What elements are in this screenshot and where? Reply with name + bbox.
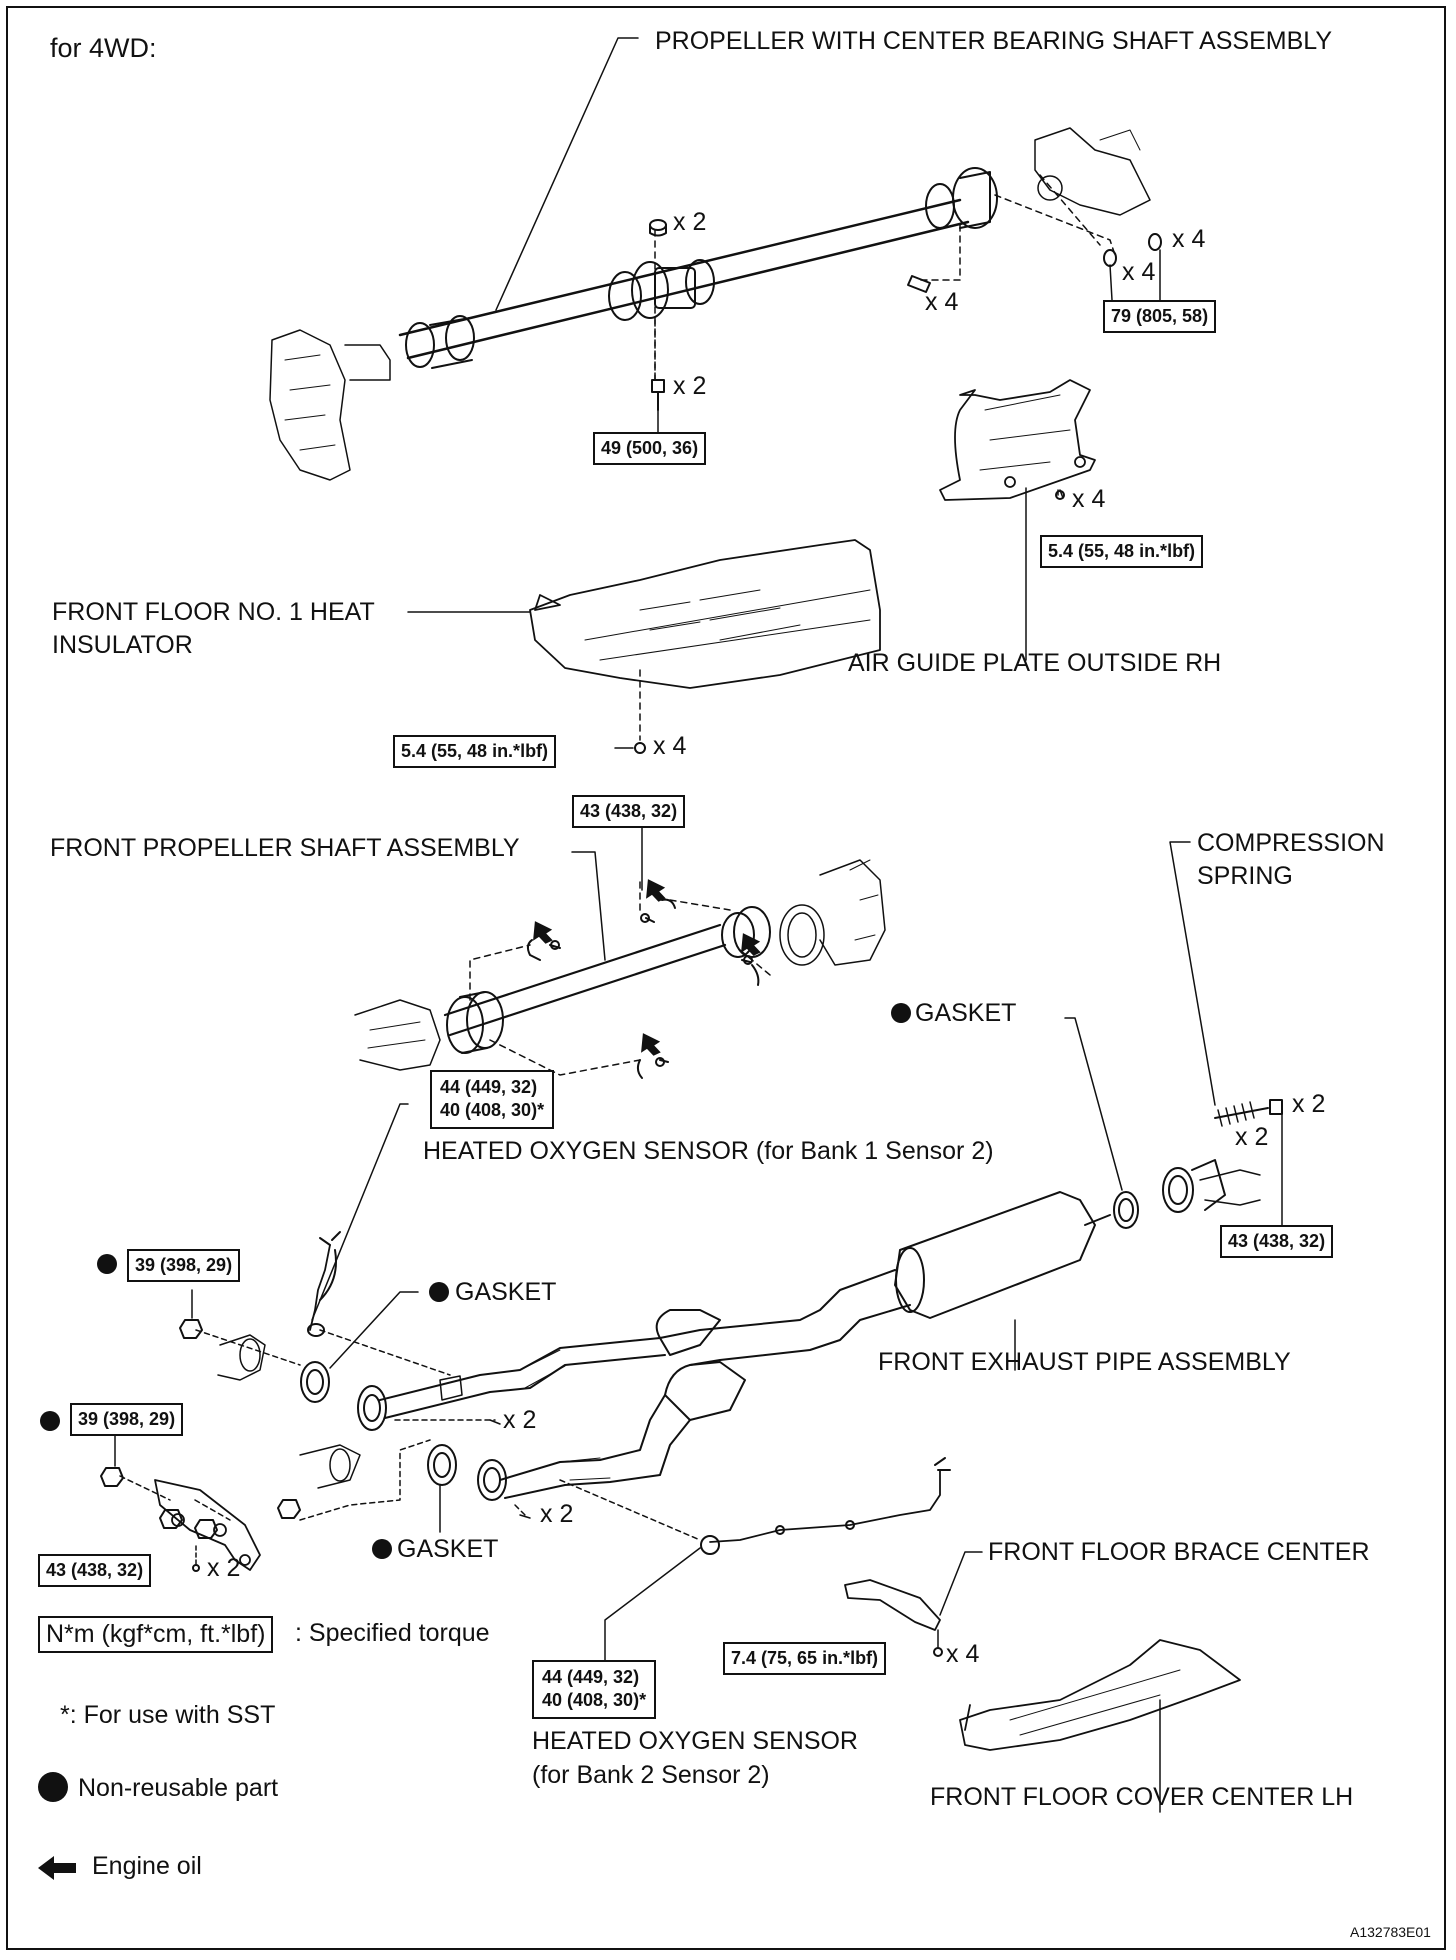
- label-gasket-mid: GASKET: [455, 1278, 557, 1306]
- diagram-frame: [6, 6, 1446, 1950]
- torque-44-bank2: 44 (449, 32): [542, 1667, 640, 1687]
- qty-bolt-right: x 4: [925, 288, 959, 316]
- flange-bolts: [526, 898, 760, 1079]
- label-heat-insulator-line1: FRONT FLOOR NO. 1 HEAT: [52, 598, 375, 626]
- label-heated-o2-bank2-line1: HEATED OXYGEN SENSOR: [532, 1727, 858, 1755]
- label-front-propeller-shaft: FRONT PROPELLER SHAFT ASSEMBLY: [50, 834, 520, 862]
- propeller-shaft-body: [398, 167, 998, 369]
- torque-43-propeller: 43 (438, 32): [572, 795, 686, 829]
- qty-washer-a: x 4: [1172, 225, 1206, 253]
- qty-spring-a: x 2: [1292, 1090, 1326, 1118]
- label-gasket-right: GASKET: [915, 999, 1017, 1027]
- label-compression-spring-line2: SPRING: [1197, 862, 1293, 890]
- torque-44-bank1: 44 (449, 32): [440, 1077, 538, 1097]
- label-heated-o2-bank1: HEATED OXYGEN SENSOR (for Bank 1 Sensor …: [423, 1137, 994, 1165]
- differential-sketch: [1034, 127, 1151, 216]
- label-air-guide-plate: AIR GUIDE PLATE OUTSIDE RH: [848, 649, 1222, 677]
- legend-nonreusable-dot: [38, 1772, 68, 1802]
- label-propeller-center-bearing: PROPELLER WITH CENTER BEARING SHAFT ASSE…: [655, 27, 1333, 55]
- label-heat-insulator-line2: INSULATOR: [52, 631, 193, 659]
- nonreusable-marker-39b: [40, 1411, 60, 1431]
- spring-bolt-sketch: [1214, 1099, 1283, 1127]
- torque-49: 49 (500, 36): [593, 432, 707, 466]
- heat-insulator-sketch: [529, 539, 881, 689]
- torque-5-4-insulator: 5.4 (55, 48 in.*lbf): [393, 735, 557, 769]
- top-hardware: [649, 219, 1162, 411]
- torque-bank2-sensor: 44 (449, 32) 40 (408, 30)*: [532, 1660, 657, 1719]
- legend-nonreusable: Non-reusable part: [78, 1774, 279, 1802]
- legend-torque-key: N*m (kgf*cm, ft.*lbf): [38, 1616, 274, 1653]
- qty-nut-top: x 2: [673, 208, 707, 236]
- manifold-left-sketch: [217, 1334, 361, 1489]
- o2-sensor-bank1-sketch: [307, 1231, 341, 1337]
- qty-bolt-top: x 2: [673, 372, 707, 400]
- label-compression-spring-line1: COMPRESSION: [1197, 829, 1385, 857]
- label-heated-o2-bank2-line2: (for Bank 2 Sensor 2): [532, 1761, 770, 1789]
- figure-code: A132783E01: [1350, 1924, 1431, 1940]
- torque-39-b: 39 (398, 29): [70, 1403, 184, 1437]
- legend-engine-oil-arrow-icon: [38, 1856, 76, 1880]
- label-front-floor-brace: FRONT FLOOR BRACE CENTER: [988, 1538, 1370, 1566]
- qty-insulator: x 4: [653, 732, 687, 760]
- air-guide-plate-sketch: [939, 379, 1096, 501]
- nonreusable-marker-gasket-right: [891, 1003, 911, 1023]
- gasket-right-shape: [1113, 1191, 1139, 1229]
- torque-43-spring: 43 (438, 32): [1220, 1225, 1334, 1259]
- label-gasket-lower: GASKET: [397, 1535, 499, 1563]
- qty-washer-b: x 4: [1122, 258, 1156, 286]
- torque-39-a: 39 (398, 29): [127, 1249, 241, 1283]
- qty-pipe-b: x 2: [540, 1500, 574, 1528]
- left-nuts: [100, 1319, 301, 1539]
- legend-engine-oil: Engine oil: [92, 1852, 202, 1880]
- qty-spring-b: x 2: [1235, 1123, 1269, 1151]
- legend-sst: *: For use with SST: [60, 1701, 276, 1729]
- torque-40-bank2: 40 (408, 30)*: [542, 1690, 647, 1711]
- qty-pipe-a: x 2: [503, 1406, 537, 1434]
- torque-5-4-air-guide: 5.4 (55, 48 in.*lbf): [1040, 535, 1204, 569]
- nonreusable-marker-gasket-lower: [372, 1539, 392, 1559]
- torque-bank1-sensor: 44 (449, 32) 40 (408, 30)*: [430, 1070, 555, 1129]
- front-exhaust-pipe-sketch: [357, 1191, 1111, 1501]
- torque-79: 79 (805, 58): [1103, 300, 1217, 334]
- transmission-rear-sketch: [269, 329, 391, 481]
- o2-sensor-bank2-sketch: [700, 1457, 951, 1555]
- floor-brace-sketch: [844, 1579, 941, 1631]
- label-front-exhaust-pipe: FRONT EXHAUST PIPE ASSEMBLY: [878, 1348, 1291, 1376]
- legend-torque-description: : Specified torque: [295, 1619, 490, 1647]
- gasket-lower-shape: [427, 1444, 457, 1486]
- front-propeller-shaft-sketch: [443, 906, 771, 1054]
- nonreusable-marker-39a: [97, 1254, 117, 1274]
- qty-brace: x 4: [946, 1640, 980, 1668]
- engine-oil-arrows: [533, 879, 761, 1056]
- torque-43-left: 43 (438, 32): [38, 1554, 152, 1588]
- floor-cover-sketch: [959, 1639, 1241, 1751]
- label-front-floor-cover: FRONT FLOOR COVER CENTER LH: [930, 1783, 1354, 1811]
- nonreusable-marker-gasket-mid: [429, 1282, 449, 1302]
- front-differential-sketch: [779, 859, 886, 966]
- gasket-mid-shape: [300, 1361, 330, 1403]
- qty-air-guide: x 4: [1072, 485, 1106, 513]
- flange-right-sketch: [1162, 1159, 1261, 1213]
- variant-heading: for 4WD:: [50, 33, 157, 63]
- qty-left: x 2: [207, 1554, 241, 1582]
- torque-40-bank1: 40 (408, 30)*: [440, 1100, 545, 1121]
- transfer-rear-sketch: [354, 999, 441, 1071]
- torque-7-4: 7.4 (75, 65 in.*lbf): [723, 1642, 887, 1676]
